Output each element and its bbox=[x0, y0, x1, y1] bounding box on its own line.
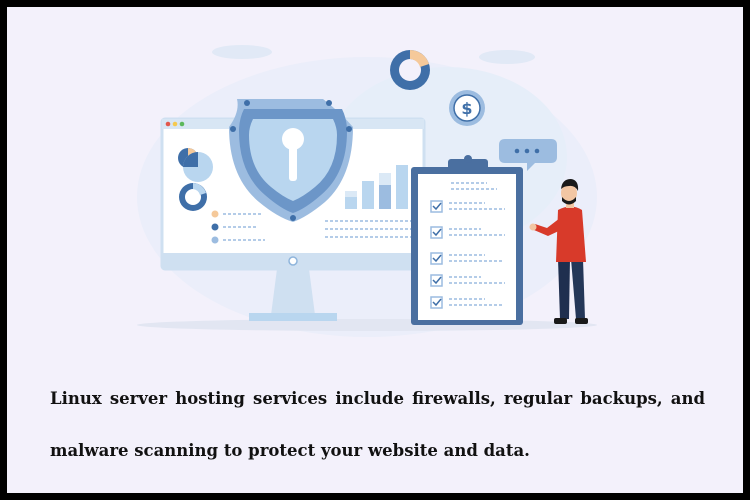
image-frame: $ bbox=[7, 7, 743, 493]
donut-chart-icon bbox=[390, 50, 430, 90]
pie-chart-icon bbox=[178, 148, 213, 211]
chat-bubble-icon bbox=[499, 139, 557, 171]
caption-text: Linux server hosting services include fi… bbox=[50, 389, 705, 460]
keyhole-icon bbox=[282, 128, 304, 181]
bar-chart-icon bbox=[345, 165, 408, 209]
svg-text:$: $ bbox=[461, 99, 472, 118]
dollar-coin-icon: $ bbox=[449, 90, 485, 126]
clipboard-checklist-icon bbox=[411, 155, 523, 325]
person-icon bbox=[529, 179, 588, 324]
security-illustration: $ bbox=[137, 45, 597, 337]
